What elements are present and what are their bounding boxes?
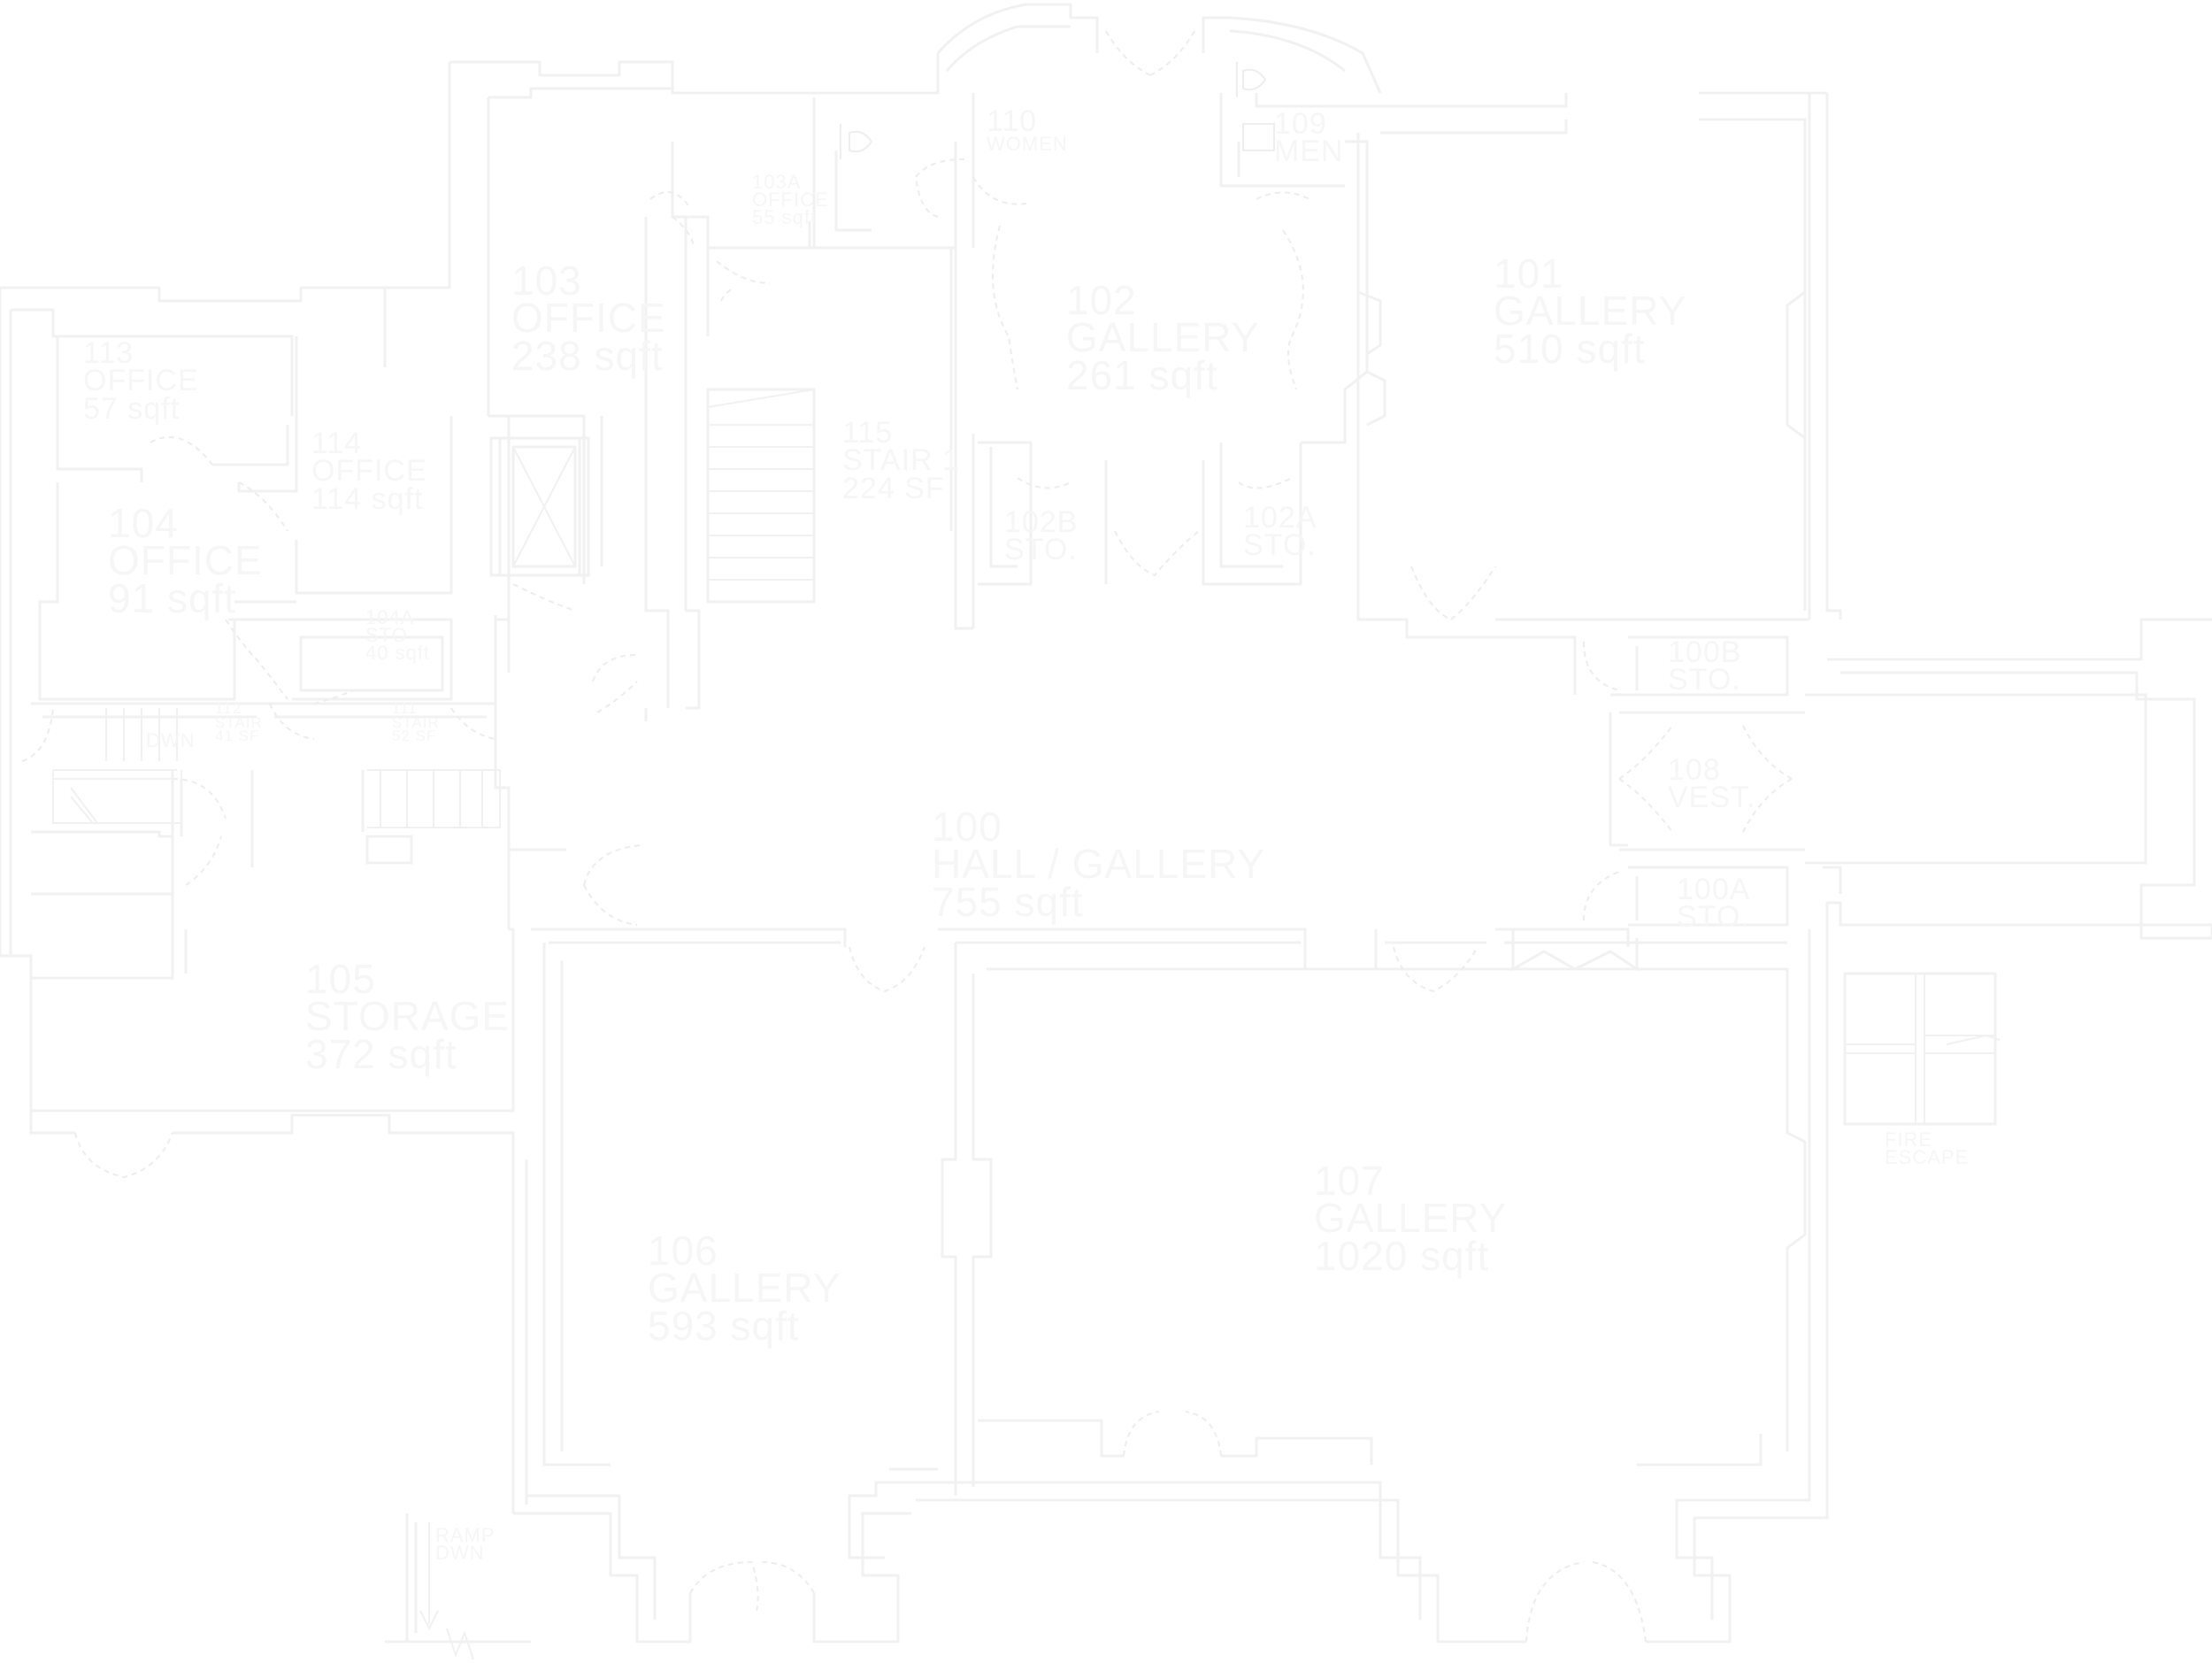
room-label-100b: 100B STO. xyxy=(1668,635,1742,697)
room-label-103: 103 OFFICE 238 sqft xyxy=(511,258,666,379)
room-label-108: 108 VEST. xyxy=(1668,753,1756,815)
fire-escape-label: FIRE ESCAPE xyxy=(1885,1128,1970,1169)
exterior-walls xyxy=(0,3,2212,1644)
room-label-102a: 102A STO. xyxy=(1243,501,1317,563)
room-label-101: 101 GALLERY 510 sqft xyxy=(1494,250,1687,372)
room-label-107: 107 GALLERY 1020 sqft xyxy=(1314,1158,1508,1279)
room-label-104a: 104A STO 40 sqft xyxy=(365,606,431,665)
room-label-100: 100 HALL / GALLERY 755 sqft xyxy=(932,804,1266,925)
room-label-100a: 100A STO. xyxy=(1677,873,1751,935)
room-label-109: 109 MEN xyxy=(1274,107,1344,169)
plumbing-fixtures xyxy=(840,62,1275,159)
room-label-102b: 102B STO. xyxy=(1004,505,1079,567)
ramp-arrow xyxy=(419,1522,474,1660)
room-label-105: 105 STORAGE 372 sqft xyxy=(305,956,511,1077)
room-label-113: 113 OFFICE 57 sqft xyxy=(83,336,199,426)
room-label-106: 106 GALLERY 593 sqft xyxy=(648,1228,841,1349)
door-swings xyxy=(21,30,1793,1643)
room-label-104: 104 OFFICE 91 sqft xyxy=(108,500,263,621)
stair-down-label: DWN xyxy=(146,729,196,751)
room-label-111: 111 STAIR 52 SF xyxy=(392,700,440,745)
room-label-115: 115 STAIR 1 224 SF xyxy=(842,416,960,505)
room-label-103a: 103A OFFICE 55 sqft xyxy=(752,171,829,229)
interior-walls xyxy=(31,93,2001,1496)
ramp-label: RAMP DWN xyxy=(435,1524,495,1565)
room-label-102: 102 GALLERY 261 sqft xyxy=(1066,277,1260,398)
room-label-112: 112 STAIR 41 SF xyxy=(215,700,263,745)
room-label-110: 110 WOMEN xyxy=(987,104,1068,156)
room-label-114: 114 OFFICE 114 sqft xyxy=(311,427,427,516)
